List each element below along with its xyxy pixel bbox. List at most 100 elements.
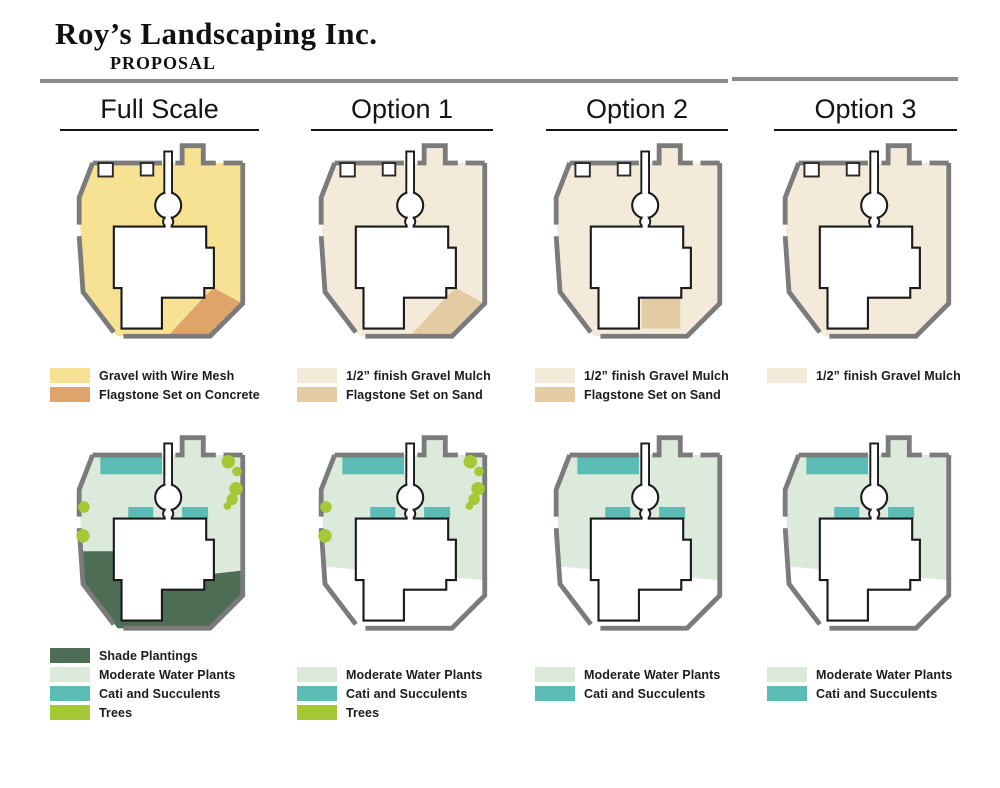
hardscape-legend: 1/2” finish Gravel Mulch [753, 360, 978, 430]
cacti-bed [181, 506, 208, 519]
wall-planter [802, 162, 820, 178]
legend-item: Cati and Succulents [535, 684, 753, 703]
walkway-joint [871, 214, 877, 219]
cacti-bed [887, 506, 914, 519]
cacti-bed [833, 506, 859, 519]
tree [228, 481, 243, 496]
walkway-joint [642, 506, 648, 511]
legend-swatch [535, 387, 575, 402]
legend-swatch [297, 686, 337, 701]
tree [75, 529, 90, 543]
legend-item: Flagstone Set on Sand [535, 385, 753, 404]
walkway-joint [870, 186, 877, 195]
legend-label: Gravel with Wire Mesh [99, 368, 235, 383]
tree [468, 493, 480, 506]
wall-planter [616, 162, 632, 177]
legend-swatch [297, 705, 337, 720]
walkway-joint [642, 223, 648, 229]
legend-item: 1/2” finish Gravel Mulch [297, 366, 521, 385]
legend-label: Cati and Succulents [346, 686, 468, 701]
lot-boundary-wall [553, 143, 723, 339]
walkway-joint [871, 223, 877, 229]
hardscape-plan [753, 138, 978, 360]
column-title-text: Full Scale [60, 94, 259, 131]
walkway-joint [642, 515, 648, 521]
lot-boundary-wall [782, 435, 951, 631]
planting-plan-svg [318, 435, 488, 631]
walkway-joint [407, 515, 413, 521]
legend-swatch [767, 368, 807, 383]
cacti-bed [805, 456, 868, 475]
legend-item: Trees [297, 703, 521, 722]
wall-planter [574, 162, 591, 178]
legend-label: Cati and Succulents [99, 686, 221, 701]
hardscape-plan [521, 138, 753, 360]
legend-item: Cati and Succulents [297, 684, 521, 703]
legend-swatch [767, 667, 807, 682]
hardscape-plan-svg [782, 143, 951, 339]
hardscape-plan [36, 138, 283, 360]
legend-label: Moderate Water Plants [346, 667, 483, 682]
lot-boundary-wall [318, 143, 488, 339]
lot-boundary-wall [782, 143, 951, 339]
legend-label: Flagstone Set on Sand [346, 387, 483, 402]
legend-label: 1/2” finish Gravel Mulch [816, 368, 961, 383]
wall-planter [339, 162, 356, 178]
walkway-joint [165, 506, 171, 511]
legend-swatch [50, 667, 90, 682]
legend-label: Cati and Succulents [584, 686, 706, 701]
header-rule [40, 77, 958, 84]
cacti-bed [577, 456, 639, 475]
legend-label: 1/2” finish Gravel Mulch [346, 368, 491, 383]
walkway-joint [642, 186, 648, 195]
page-title: Roy’s Landscaping Inc. [55, 16, 378, 51]
tree [320, 501, 332, 513]
planting-plan-svg [75, 435, 245, 631]
legend-item: Moderate Water Plants [50, 665, 283, 684]
legend-label: Moderate Water Plants [584, 667, 721, 682]
walkway-joint [642, 478, 648, 487]
header-rule-right [732, 77, 958, 81]
legend-label: Shade Plantings [99, 648, 198, 663]
lot-boundary-wall [76, 435, 245, 631]
lot-boundary-wall [318, 435, 488, 631]
building-footprint [354, 225, 457, 330]
tree [463, 455, 478, 469]
walkway-joint [407, 478, 413, 487]
legend-item: 1/2” finish Gravel Mulch [767, 366, 978, 385]
walkway-joint [870, 478, 877, 487]
planting-plan [36, 430, 283, 646]
wall-planter [139, 162, 154, 177]
legend-label: Flagstone Set on Concrete [99, 387, 260, 402]
building-footprint [589, 517, 692, 622]
tree [231, 466, 242, 477]
hardscape-plan-svg [553, 143, 723, 339]
cacti-bed [605, 506, 631, 519]
legend-swatch [297, 387, 337, 402]
walkway-joint [407, 223, 413, 229]
column-title-text: Option 3 [774, 94, 957, 131]
legend-label: 1/2” finish Gravel Mulch [584, 368, 729, 383]
tree [318, 529, 332, 543]
legend-label: Moderate Water Plants [816, 667, 953, 682]
lot-boundary-wall [76, 143, 245, 339]
legend-item: Flagstone Set on Concrete [50, 385, 283, 404]
legend-label: Trees [346, 705, 380, 720]
cacti-bed [424, 506, 451, 519]
building-footprint [354, 517, 457, 622]
flagstone-area [167, 288, 243, 337]
walkway-joint [407, 506, 413, 511]
tree [465, 502, 474, 510]
walkway-joint [165, 515, 171, 521]
hardscape-plan [283, 138, 521, 360]
flagstone-area [641, 298, 681, 329]
planting-plan [521, 430, 753, 646]
legend-item: Cati and Succulents [50, 684, 283, 703]
